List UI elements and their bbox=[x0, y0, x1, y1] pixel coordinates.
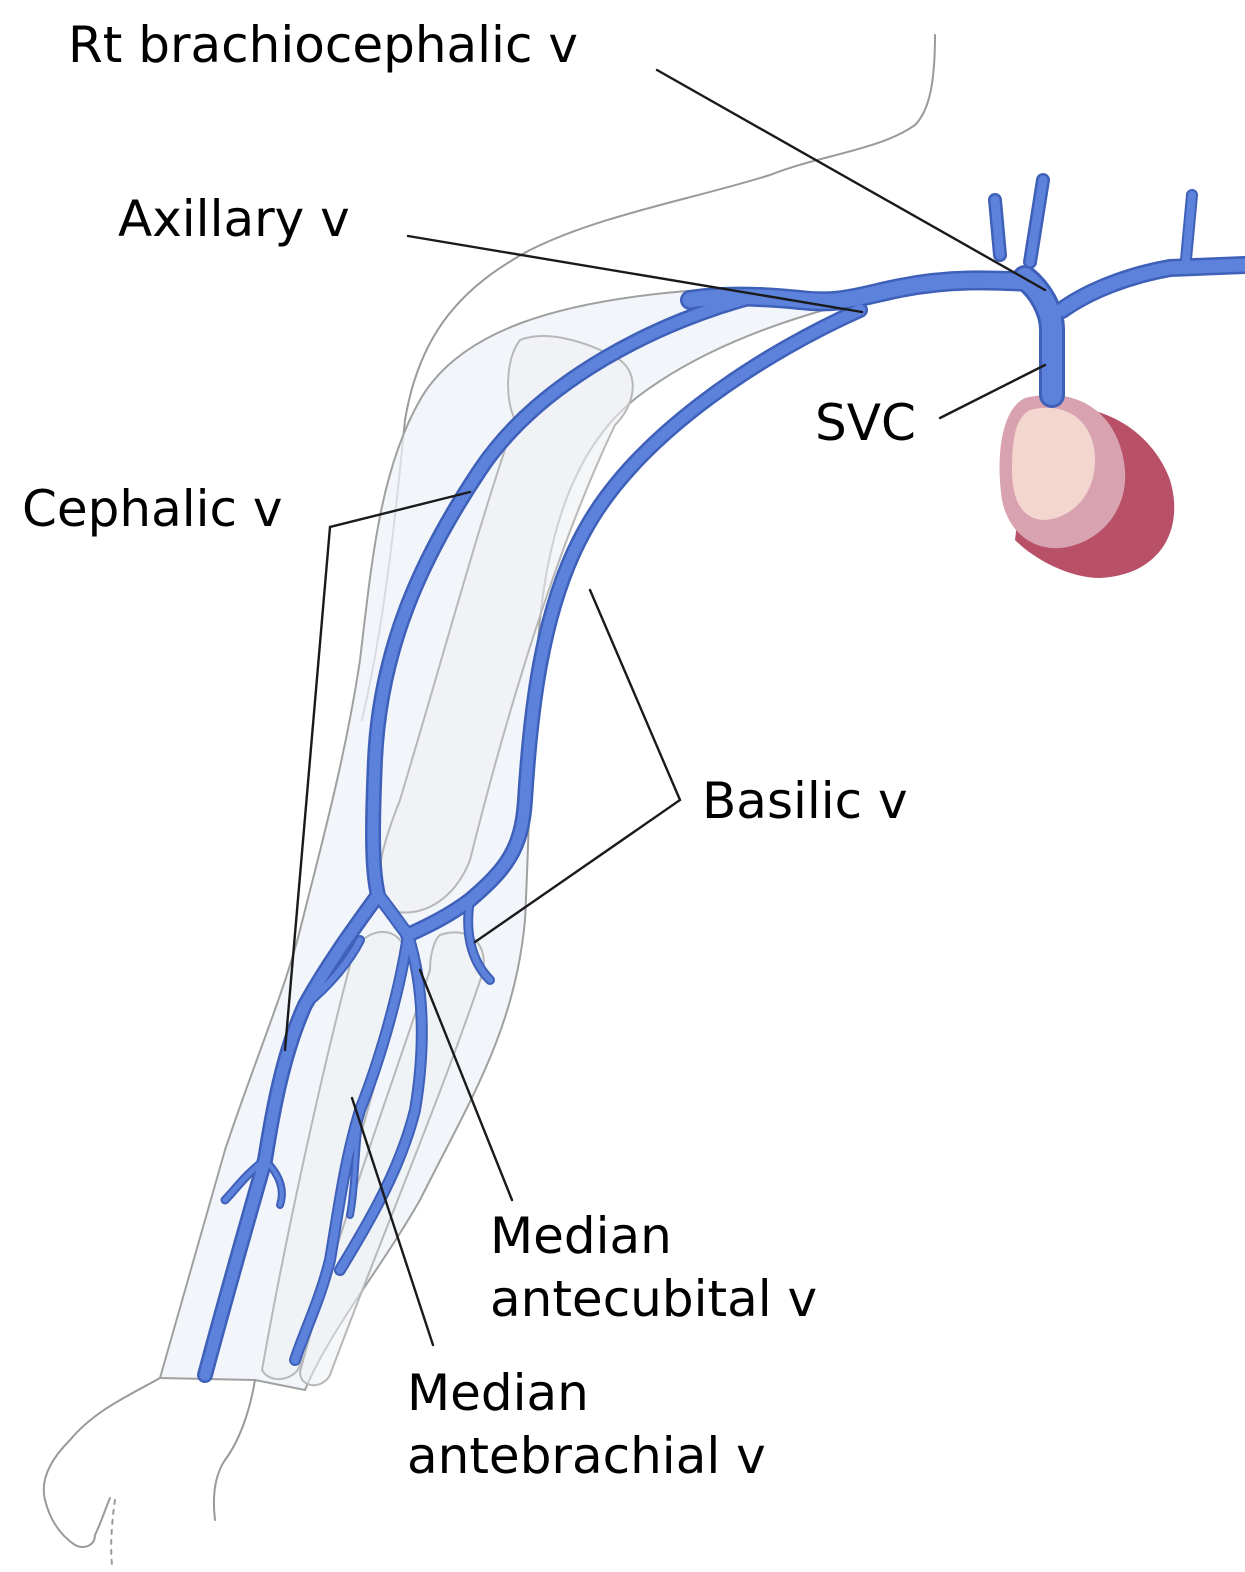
heart bbox=[1000, 395, 1175, 578]
label-median-antecubital-line2: antecubital v bbox=[490, 1268, 817, 1331]
leader-rt-brachiocephalic bbox=[657, 70, 1045, 290]
label-axillary: Axillary v bbox=[118, 188, 350, 251]
hand-crease bbox=[111, 1500, 115, 1565]
label-median-antebrachial-line2: antebrachial v bbox=[407, 1425, 766, 1488]
hand-outline bbox=[44, 1378, 255, 1547]
label-basilic: Basilic v bbox=[702, 770, 908, 833]
label-median-antebrachial-line1: Median bbox=[407, 1362, 766, 1425]
label-median-antecubital: Median antecubital v bbox=[490, 1205, 817, 1330]
label-cephalic: Cephalic v bbox=[22, 478, 283, 541]
label-median-antebrachial: Median antebrachial v bbox=[407, 1362, 766, 1487]
label-svc: SVC bbox=[815, 392, 916, 455]
label-median-antecubital-line1: Median bbox=[490, 1205, 817, 1268]
label-rt-brachiocephalic: Rt brachiocephalic v bbox=[68, 14, 578, 77]
